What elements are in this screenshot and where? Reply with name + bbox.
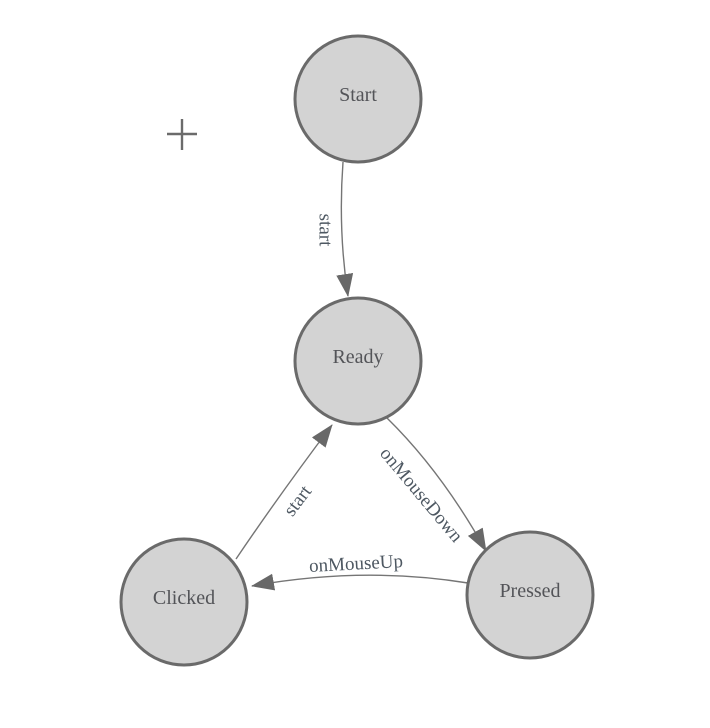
state-circle[interactable] <box>119 537 249 667</box>
transition-pressed-to-clicked[interactable]: onMouseUp <box>251 551 469 591</box>
state-label: Ready <box>332 346 383 368</box>
crosshair-icon <box>167 119 197 150</box>
state-node-ready[interactable]: Ready <box>293 296 423 426</box>
transition-line[interactable] <box>251 573 469 591</box>
state-circle[interactable] <box>293 34 423 164</box>
state-label: Start <box>339 84 377 106</box>
state-circle[interactable] <box>465 530 595 660</box>
transition-label: onMouseDown <box>375 443 467 547</box>
state-node-start[interactable]: Start <box>293 34 423 164</box>
transition-clicked-to-ready[interactable]: start <box>235 424 333 560</box>
state-circle[interactable] <box>293 296 423 426</box>
transition-line[interactable] <box>386 417 487 552</box>
transition-ready-to-pressed[interactable]: onMouseDown <box>375 417 487 552</box>
state-label: Clicked <box>153 587 215 609</box>
transition-start-to-ready[interactable]: start <box>315 161 354 297</box>
transition-label: start <box>280 481 317 520</box>
transition-line[interactable] <box>235 424 333 560</box>
transition-label: onMouseUp <box>309 551 404 577</box>
transition-label: start <box>315 214 336 247</box>
state-node-pressed[interactable]: Pressed <box>465 530 595 660</box>
state-node-clicked[interactable]: Clicked <box>119 537 249 667</box>
state-label: Pressed <box>499 580 560 602</box>
transition-line[interactable] <box>336 161 354 297</box>
